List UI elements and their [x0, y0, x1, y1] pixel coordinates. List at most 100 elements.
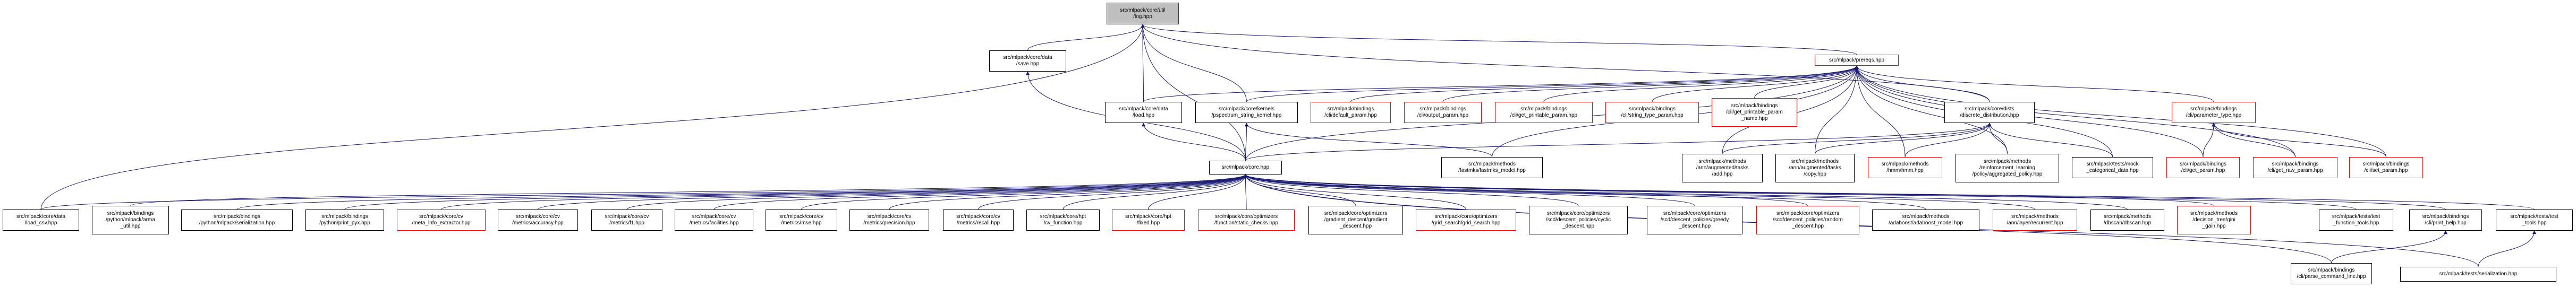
node-parameter-type[interactable]: src/mlpack/bindings /cli/parameter_type.…	[2172, 102, 2256, 123]
node-py-serialization[interactable]: src/mlpack/bindings /python/mlpack/seria…	[181, 210, 293, 231]
node-f1[interactable]: src/mlpack/core/cv /metrics/f1.hpp	[591, 210, 662, 231]
node-label: src/mlpack/bindings /cli/parse_command_l…	[2297, 267, 2366, 280]
node-label: src/mlpack/core/util /log.hpp	[1120, 7, 1166, 20]
node-label: src/mlpack/core/cv /meta_info_extractor.…	[412, 214, 471, 226]
node-string-type-param[interactable]: src/mlpack/bindings /cli/string_type_par…	[1605, 102, 1699, 123]
node-dbscan[interactable]: src/mlpack/methods /dbscan/dbscan.hpp	[2090, 210, 2164, 231]
node-cv-function[interactable]: src/mlpack/core/hpt /cv_function.hpp	[1026, 210, 1100, 231]
edge-arma-util-to-core	[130, 174, 1247, 206]
edge-output-param-to-prereqs	[1442, 65, 1859, 102]
node-test-function-tools[interactable]: src/mlpack/tests/test _function_tools.hp…	[2319, 210, 2393, 231]
edge-get-printable-param-to-prereqs	[1543, 65, 1859, 102]
node-label: src/mlpack/core/optimizers /scd/descent_…	[1545, 211, 1611, 229]
edge-get-raw-param-to-prereqs	[1855, 65, 2296, 158]
edge-set-param-to-prereqs	[1855, 65, 2386, 158]
node-label: src/mlpack/prereqs.hpp	[1829, 57, 1884, 63]
node-get-param[interactable]: src/mlpack/bindings /cli/get_param.hpp	[2166, 157, 2240, 178]
node-print-help[interactable]: src/mlpack/bindings /cli/print_help.hpp	[2409, 210, 2482, 231]
node-hmm[interactable]: src/mlpack/methods /hmm/hmm.hpp	[1868, 157, 1942, 178]
edge-recurrent-to-core	[1244, 174, 2035, 210]
edge-default-param-to-prereqs	[1350, 65, 1859, 102]
node-label: src/mlpack/bindings /python/mlpack/seria…	[199, 214, 275, 226]
node-label: src/mlpack/bindings /cli/get_param.hpp	[2180, 161, 2226, 173]
node-meta-info-extractor[interactable]: src/mlpack/core/cv /meta_info_extractor.…	[397, 210, 486, 231]
node-discrete-distribution[interactable]: src/mlpack/core/dists /discrete_distribu…	[1944, 102, 2035, 123]
node-mock-categorical-data[interactable]: src/mlpack/tests/mock _categorical_data.…	[2072, 157, 2153, 178]
node-fastmks-model[interactable]: src/mlpack/methods /fastmks/fastmks_mode…	[1441, 157, 1543, 178]
edge-set-param-to-parameter-type	[2212, 123, 2386, 158]
edge-precision-to-core	[889, 174, 1247, 210]
node-prereqs[interactable]: src/mlpack/prereqs.hpp	[1815, 55, 1899, 66]
node-label: src/mlpack/core/cv /metrics/f1.hpp	[605, 214, 649, 226]
node-pspectrum[interactable]: src/mlpack/core/kernels /pspectrum_strin…	[1195, 102, 1298, 123]
node-gini-gain[interactable]: src/mlpack/methods /decision_tree/gini _…	[2177, 206, 2251, 234]
node-print-pyx[interactable]: src/mlpack/bindings /python/print_pyx.hp…	[305, 210, 384, 231]
edge-parse-command-line-to-print-help	[2331, 230, 2447, 264]
node-core[interactable]: src/mlpack/core.hpp	[1209, 161, 1282, 174]
node-set-param[interactable]: src/mlpack/bindings /cli/set_param.hpp	[2349, 157, 2423, 178]
node-accuracy[interactable]: src/mlpack/core/cv /metrics/accuracy.hpp	[498, 210, 578, 231]
edge-hmm-to-prereqs	[1855, 65, 1906, 158]
node-load[interactable]: src/mlpack/core/data /load.hpp	[1105, 102, 1182, 123]
node-grid-search[interactable]: src/mlpack/core/optimizers /grid_search/…	[1416, 210, 1516, 231]
node-copy[interactable]: src/mlpack/methods /ann/augmented/tasks …	[1775, 154, 1855, 182]
node-aggregated-policy[interactable]: src/mlpack/methods /reinforcement_learni…	[1956, 154, 2059, 182]
node-tests-serialization[interactable]: src/mlpack/tests/serialization.hpp	[2400, 267, 2556, 282]
node-precision[interactable]: src/mlpack/core/cv /metrics/precision.hp…	[849, 210, 929, 231]
edge-cyclic-descent-to-core	[1244, 174, 1579, 206]
edge-load-to-prereqs	[1143, 65, 1859, 102]
node-parse-command-line[interactable]: src/mlpack/bindings /cli/parse_command_l…	[2291, 263, 2372, 284]
edge-adaboost-model-to-core	[1244, 174, 1926, 210]
edge-get-param-to-parameter-type	[2203, 123, 2216, 158]
edge-mse-to-core	[801, 174, 1247, 210]
edge-core-to-discrete-distribution	[1245, 123, 1992, 161]
node-test-tools[interactable]: src/mlpack/tests/test _tools.hpp	[2496, 210, 2573, 231]
node-label: src/mlpack/methods /reinforcement_learni…	[1972, 159, 2043, 177]
node-output-param[interactable]: src/mlpack/bindings /cli/output_param.hp…	[1404, 102, 1482, 123]
node-label: src/mlpack/methods /ann/augmented/tasks …	[1696, 159, 1749, 177]
edge-aggregated-policy-to-discrete-distribution	[1987, 123, 2008, 154]
node-label: src/mlpack/methods /fastmks/fastmks_mode…	[1458, 161, 1526, 173]
node-label: src/mlpack/methods /adaboost/adaboost_mo…	[1888, 214, 1963, 226]
node-get-raw-param[interactable]: src/mlpack/bindings /cli/get_raw_param.h…	[2253, 157, 2337, 178]
edge-string-type-param-to-prereqs	[1652, 65, 1859, 102]
node-label: src/mlpack/core/data /load.hpp	[1119, 106, 1168, 118]
node-label: src/mlpack/core.hpp	[1221, 164, 1270, 170]
node-cyclic-descent[interactable]: src/mlpack/core/optimizers /scd/descent_…	[1529, 206, 1628, 234]
node-label: src/mlpack/bindings /cli/set_param.hpp	[2362, 161, 2410, 173]
node-adaboost-model[interactable]: src/mlpack/methods /adaboost/adaboost_mo…	[1872, 210, 1979, 231]
edge-print-help-to-core	[1244, 174, 2446, 210]
node-label: src/mlpack/core/optimizers /scd/descent_…	[1660, 211, 1729, 229]
node-log: src/mlpack/core/util /log.hpp	[1107, 3, 1179, 24]
node-mse[interactable]: src/mlpack/core/cv /metrics/mse.hpp	[766, 210, 837, 231]
node-label: src/mlpack/core/optimizers /scd/descent_…	[1773, 211, 1843, 229]
node-label: src/mlpack/methods /dbscan/dbscan.hpp	[2103, 214, 2152, 226]
edge-core-to-pspectrum	[1244, 123, 1248, 161]
node-arma-util[interactable]: src/mlpack/bindings /python/mlpack/arma …	[92, 206, 169, 234]
node-label: src/mlpack/core/dists /discrete_distribu…	[1960, 106, 2019, 118]
edge-print-pyx-to-core	[344, 174, 1247, 210]
edge-f1-to-core	[626, 174, 1247, 210]
node-gradient-descent[interactable]: src/mlpack/core/optimizers /gradient_des…	[1308, 206, 1403, 234]
node-default-param[interactable]: src/mlpack/bindings /cli/default_param.h…	[1311, 102, 1391, 123]
node-recurrent[interactable]: src/mlpack/methods /ann/layer/recurrent.…	[1993, 210, 2077, 231]
node-static-checks[interactable]: src/mlpack/core/optimizers /function/sta…	[1198, 210, 1295, 231]
node-add[interactable]: src/mlpack/methods /ann/augmented/tasks …	[1682, 154, 1763, 182]
node-label: src/mlpack/bindings /cli/print_help.hpp	[2422, 214, 2469, 226]
node-facilities[interactable]: src/mlpack/core/cv /metrics/facilities.h…	[675, 210, 753, 231]
node-label: src/mlpack/bindings /cli/get_printable_p…	[1726, 103, 1783, 121]
node-label: src/mlpack/core/cv /metrics/recall.hpp	[956, 214, 1000, 226]
node-recall[interactable]: src/mlpack/core/cv /metrics/recall.hpp	[943, 210, 1014, 231]
node-random-descent[interactable]: src/mlpack/core/optimizers /scd/descent_…	[1756, 206, 1859, 234]
node-label: src/mlpack/core/cv /metrics/precision.hp…	[863, 214, 915, 226]
edge-pspectrum-to-prereqs	[1246, 65, 1859, 102]
node-greedy-descent[interactable]: src/mlpack/core/optimizers /scd/descent_…	[1647, 206, 1742, 234]
node-get-printable-param-name[interactable]: src/mlpack/bindings /cli/get_printable_p…	[1712, 98, 1797, 127]
edge-load-to-log	[1141, 24, 1145, 102]
node-load-csv[interactable]: src/mlpack/core/data /load_csv.hpp	[3, 210, 79, 231]
node-get-printable-param[interactable]: src/mlpack/bindings /cli/get_printable_p…	[1495, 102, 1593, 123]
edge-copy-to-discrete-distribution	[1815, 123, 1992, 154]
node-fixed[interactable]: src/mlpack/core/hpt /fixed.hpp	[1112, 210, 1185, 231]
node-label: src/mlpack/core/kernels /pspectrum_strin…	[1211, 106, 1282, 118]
node-save[interactable]: src/mlpack/core/data /save.hpp	[989, 50, 1066, 72]
